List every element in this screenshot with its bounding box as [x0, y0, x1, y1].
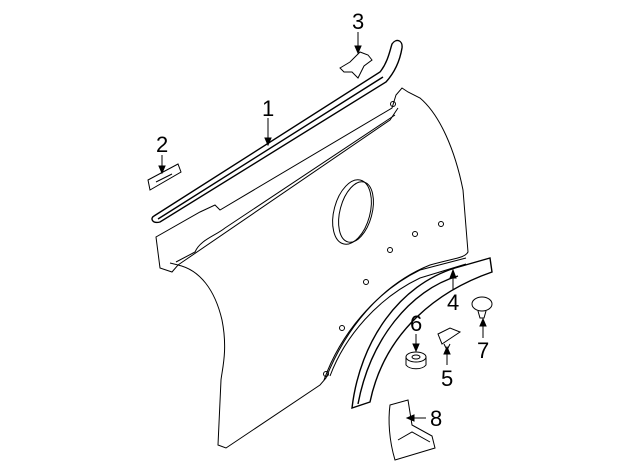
callout-7: 7	[477, 338, 490, 363]
callout-arrows	[158, 32, 487, 422]
callout-2: 2	[156, 132, 169, 157]
part-3-bracket	[339, 51, 373, 79]
part-4-wheel-molding	[351, 257, 493, 410]
callout-5: 5	[441, 366, 454, 391]
part-2-clip	[147, 163, 182, 191]
part-5-clip	[437, 327, 462, 352]
part-1-molding	[151, 39, 403, 224]
callout-6: 6	[410, 311, 423, 336]
part-7-push-pin	[471, 296, 493, 319]
part-6-grommet	[405, 351, 427, 370]
callout-1: 1	[262, 96, 275, 121]
callout-3: 3	[352, 9, 365, 34]
quarter-panel	[155, 87, 469, 449]
callout-8: 8	[430, 406, 443, 431]
callout-4: 4	[447, 290, 460, 315]
part-8-mud-flap	[388, 399, 436, 461]
